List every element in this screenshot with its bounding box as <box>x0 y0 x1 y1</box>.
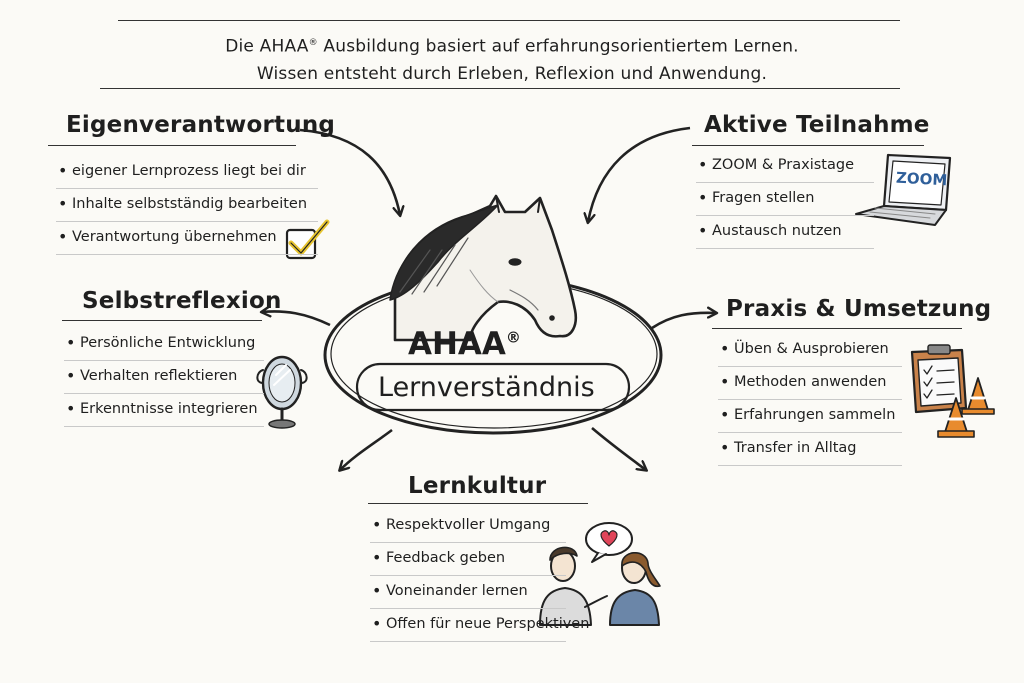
laptop-icon <box>855 153 952 226</box>
list-item: Verhalten reflektieren <box>64 361 264 394</box>
center-title: AHAA® <box>408 326 521 362</box>
arrow-to-center-from-eigenverantwortung <box>299 128 400 215</box>
title-lernkultur: Lernkultur <box>408 473 547 499</box>
list-aktive-teilnahme: ZOOM & Praxistage Fragen stellen Austaus… <box>696 150 874 249</box>
list-praxis-umsetzung: Üben & Ausprobieren Methoden anwenden Er… <box>718 334 902 466</box>
title-praxis-umsetzung: Praxis & Umsetzung <box>726 296 992 322</box>
arrow-to-lernkultur-left <box>340 428 393 470</box>
clipboard-icon <box>910 344 968 414</box>
list-item: Offen für neue Perspektiven <box>370 609 589 642</box>
arrow-to-lernkultur-right <box>591 427 646 470</box>
mirror-icon <box>256 355 308 429</box>
intro-bottom-rule <box>100 88 900 89</box>
intro-text: Die AHAA® Ausbildung basiert auf erfahru… <box>0 30 1024 88</box>
intro-line-2: Wissen entsteht durch Erleben, Reflexion… <box>256 63 768 84</box>
arrow-to-praxis <box>651 313 716 330</box>
list-item: ZOOM & Praxistage <box>696 150 874 183</box>
list-item: Respektvoller Umgang <box>370 510 566 543</box>
list-item: Verantwortung übernehmen <box>56 222 318 255</box>
arrow-to-selbstreflexion <box>262 311 331 327</box>
list-lernkultur: Respektvoller Umgang Feedback geben Vone… <box>370 510 589 642</box>
list-selbstreflexion: Persönliche Entwicklung Verhalten reflek… <box>64 328 264 427</box>
underline-selbstreflexion <box>62 320 262 321</box>
underline-lernkultur <box>368 503 588 504</box>
underline-aktive-teilnahme <box>692 145 924 146</box>
title-eigenverantwortung: Eigenverantwortung <box>66 112 336 138</box>
arrow-to-center-from-aktive-teilnahme <box>588 126 691 222</box>
list-item: Üben & Ausprobieren <box>718 334 902 367</box>
list-item: Austausch nutzen <box>696 216 874 249</box>
list-item: Transfer in Alltag <box>718 433 902 466</box>
list-item: eigener Lernprozess liegt bei dir <box>56 156 318 189</box>
list-item: Feedback geben <box>370 543 566 576</box>
list-item: Erfahrungen sammeln <box>718 400 902 433</box>
laptop-screen-text: ZOOM <box>895 168 948 190</box>
underline-eigenverantwortung <box>48 145 296 146</box>
list-item: Persönliche Entwicklung <box>64 328 264 361</box>
intro-top-rule <box>118 20 900 21</box>
title-selbstreflexion: Selbstreflexion <box>82 288 282 314</box>
traffic-cone-icon <box>937 377 995 438</box>
list-item: Erkenntnisse integrieren <box>64 394 264 427</box>
underline-praxis-umsetzung <box>712 328 962 329</box>
intro-line-1: Die AHAA® Ausbildung basiert auf erfahru… <box>225 36 799 57</box>
speech-bubble-heart-icon <box>585 522 633 563</box>
title-aktive-teilnahme: Aktive Teilnahme <box>704 112 930 138</box>
list-item: Fragen stellen <box>696 183 874 216</box>
list-item: Voneinander lernen <box>370 576 566 609</box>
list-eigenverantwortung: eigener Lernprozess liegt bei dir Inhalt… <box>56 156 318 255</box>
list-item: Methoden anwenden <box>718 367 902 400</box>
horse-head-icon <box>389 194 578 342</box>
center-subtitle: Lernverständnis <box>378 372 595 403</box>
list-item: Inhalte selbstständig bearbeiten <box>56 189 318 222</box>
